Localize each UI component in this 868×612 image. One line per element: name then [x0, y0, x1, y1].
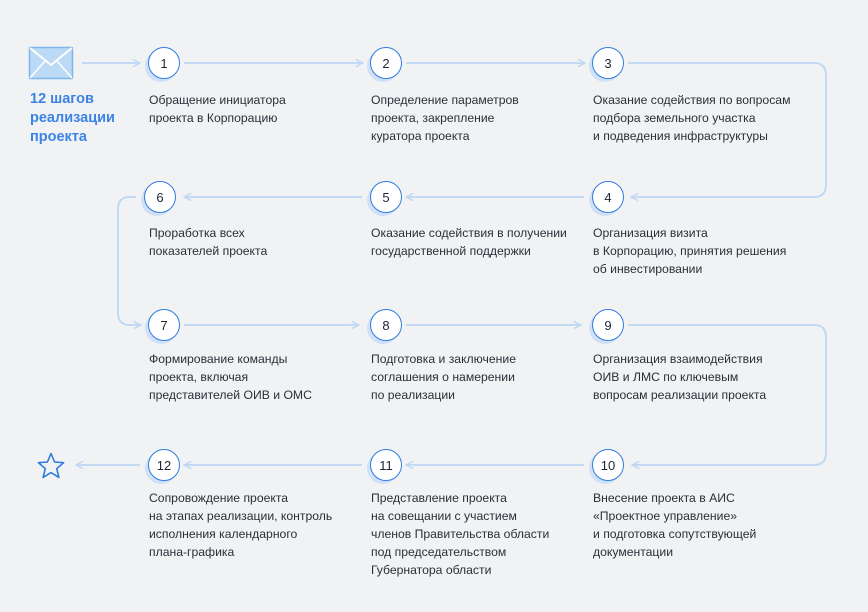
step-5-number: 5: [382, 189, 390, 205]
step-11-circle: 11: [370, 449, 402, 481]
step-8-text: Подготовка и заключение соглашения о нам…: [371, 352, 516, 402]
step-5-text: Оказание содействия в получении государс…: [371, 226, 567, 258]
step-3-text: Оказание содействия по вопросам подбора …: [593, 93, 791, 143]
step-12-circle: 12: [148, 449, 180, 481]
step-10-text: Внесение проекта в АИС «Проектное управл…: [593, 491, 757, 559]
step-10-circle: 10: [592, 449, 624, 481]
step-8-circle: 8: [370, 309, 402, 341]
step-11-number: 11: [379, 457, 393, 473]
step-2-number: 2: [382, 55, 390, 71]
step-3-number: 3: [604, 55, 612, 71]
step-12-text: Сопровождение проекта на этапах реализац…: [149, 491, 333, 559]
arrow-3-to-4: [628, 62, 827, 197]
step-4-text: Организация визита в Корпорацию, приняти…: [593, 226, 787, 276]
step-1-circle: 1: [148, 47, 180, 79]
step-9-circle: 9: [592, 309, 624, 341]
step-6-text: Проработка всех показателей проекта: [149, 226, 268, 258]
envelope-icon: [28, 46, 74, 85]
step-6-number: 6: [156, 189, 164, 205]
step-4-circle: 4: [592, 181, 624, 213]
step-7-text: Формирование команды проекта, включая пр…: [149, 352, 312, 402]
step-7-circle: 7: [148, 309, 180, 341]
step-5-circle: 5: [370, 181, 402, 213]
arrow-9-to-10: [628, 324, 827, 465]
step-9-text: Организация взаимодействия ОИВ и ЛМС по …: [593, 352, 767, 402]
step-3-circle: 3: [592, 47, 624, 79]
step-8-number: 8: [382, 317, 390, 333]
step-10-number: 10: [600, 457, 616, 473]
step-11-text: Представление проекта на совещании с уча…: [371, 491, 550, 577]
diagram-title: 12 шагов реализации проекта: [30, 91, 115, 145]
step-1-text: Обращение инициатора проекта в Корпораци…: [149, 93, 286, 125]
step-7-number: 7: [160, 317, 168, 333]
step-1-number: 1: [160, 55, 168, 71]
step-6-circle: 6: [144, 181, 176, 213]
arrow-6-to-7: [117, 196, 141, 325]
step-2-text: Определение параметров проекта, закрепле…: [371, 93, 519, 143]
step-9-number: 9: [604, 317, 612, 333]
step-2-circle: 2: [370, 47, 402, 79]
star-icon: [36, 451, 66, 486]
step-12-number: 12: [156, 457, 172, 473]
step-4-number: 4: [604, 189, 612, 205]
